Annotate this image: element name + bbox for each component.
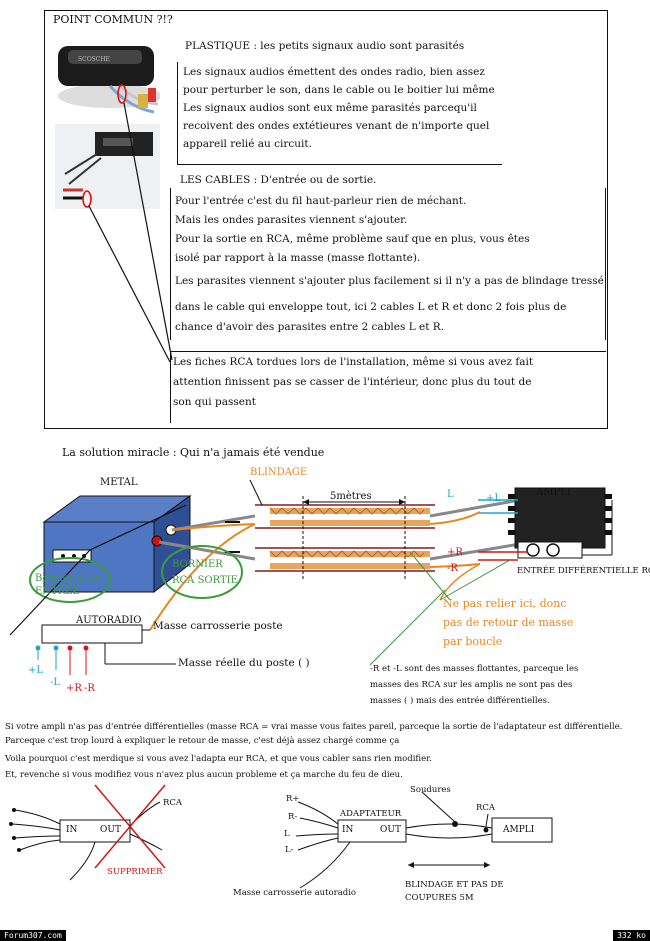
right-in-label: IN <box>342 825 354 835</box>
cables-line: Pour la sortie en RCA, même problème sau… <box>175 233 530 245</box>
cables-line: Pour l'entrée c'est du fil haut-parleur … <box>175 195 467 207</box>
red-circle-marker <box>117 84 127 104</box>
bornier-entree-line: ENTRÉE <box>35 586 80 597</box>
pointer-line <box>88 205 171 363</box>
radio-pin-label: +L <box>28 665 44 676</box>
plastique-line: appareil relié au circuit. <box>183 138 312 150</box>
radio-pin-label: -L <box>50 677 61 688</box>
cables-line: dans le cable qui enveloppe tout, ici 2 … <box>175 301 567 313</box>
adaptateur-label: ADAPTATEUR <box>340 809 402 819</box>
left-in-label: IN <box>66 825 78 835</box>
autoradio-label: AUTORADIO <box>76 615 142 626</box>
pin-label: L <box>284 829 290 839</box>
rca-box <box>170 351 171 423</box>
plastique-title: PLASTIQUE : les petits signaux audio son… <box>185 40 465 52</box>
cables-box <box>170 188 606 340</box>
plastique-line: pour perturber le son, dans le cable ou … <box>183 84 495 96</box>
bornier-sortie-line: RCA SORTIE <box>172 575 238 586</box>
masses-flottantes-line: -R et -L sont des masses flottantes, par… <box>370 664 579 674</box>
blindage-coupures-line: BLINDAGE ET PAS DE <box>405 880 504 890</box>
device-photo-2 <box>55 124 160 209</box>
pin-label: R- <box>288 812 298 822</box>
bornier-entree-circle <box>29 557 111 603</box>
svg-text:SCOSCHE: SCOSCHE <box>78 56 110 63</box>
bornier-sortie-line: BORNIER <box>172 559 223 570</box>
wiring-diagram <box>9 479 613 675</box>
entree-diff-label: ENTRÉE DIFFÉRENTIELLE RCA <box>517 566 650 576</box>
plastique-line: Les signaux audios émettent des ondes ra… <box>183 66 485 78</box>
blindage-label: BLINDAGE <box>250 467 308 478</box>
masse-reelle-label: Masse réelle du poste ( ) <box>178 657 310 669</box>
ampli-label: AMPLI <box>536 487 571 498</box>
rca-line: attention finissent pas se casser de l'i… <box>173 376 532 388</box>
red-circle-marker <box>82 190 92 208</box>
pointer-line <box>123 102 173 361</box>
bornier-sortie-circle <box>161 545 243 599</box>
radio-pin-label: -R <box>84 683 95 694</box>
cables-line: Mais les ondes parasites viennent s'ajou… <box>175 214 408 226</box>
blindage-coupures-line: COUPURES 5M <box>405 893 474 903</box>
top-frame <box>44 10 608 429</box>
plastique-line: Les signaux audios sont eux même parasit… <box>183 102 477 114</box>
bottom-line: Parceque c'est trop lourd à expliquer le… <box>5 736 400 746</box>
plastique-line: recoivent des ondes extétieures venant d… <box>183 120 490 132</box>
top-pointers <box>82 84 173 363</box>
device-photo-1: SCOSCHE <box>58 46 160 114</box>
ampli-box <box>514 487 606 549</box>
right-adapter-diagram <box>295 791 553 889</box>
metal-label: METAL <box>100 477 138 488</box>
bottom-line: Voila pourquoi c'est merdique si vous av… <box>5 754 432 764</box>
rca-divider <box>170 351 606 352</box>
green-pointer <box>369 589 446 666</box>
cables-line: Les parasites viennent s'ajouter plus fa… <box>175 275 604 287</box>
right-out-label: OUT <box>380 825 401 835</box>
right-ampli-label: AMPLI <box>503 825 535 835</box>
top-title: POINT COMMUN ?!? <box>53 13 173 26</box>
masse-orange-wire <box>149 523 256 631</box>
length-label: 5mètres <box>330 491 372 502</box>
right-rca-label: RCA <box>476 803 496 813</box>
amp-minus-r: -R <box>447 563 458 574</box>
left-adapter-diagram <box>9 784 166 881</box>
bottom-line: Et, revenche si vous modifiez vous n'ave… <box>5 770 403 780</box>
masse-autoradio-label: Masse carrosserie autoradio <box>233 888 357 898</box>
pin-label: L- <box>285 845 294 855</box>
cables-title: LES CABLES : D'entrée ou de sortie. <box>180 174 377 186</box>
amp-plus-r: +R <box>447 547 463 558</box>
solution-title: La solution miracle : Qui n'a jamais été… <box>62 446 325 459</box>
ne-pas-relier-line: pas de retour de masse <box>443 616 574 629</box>
footer-site: Forum307.com <box>0 930 66 941</box>
ne-pas-relier-line: par boucle <box>443 635 503 648</box>
blindage-pointer <box>249 479 263 506</box>
masses-flottantes-line: masses ( ) mais des entrée différentiell… <box>370 696 550 706</box>
plastique-box <box>177 62 502 165</box>
bottom-line: Si votre ampli n'as pas d'entrée différe… <box>5 722 623 732</box>
cables-line: isolé par rapport à la masse (masse flot… <box>175 252 421 264</box>
bottom-diagrams <box>9 784 553 889</box>
rca-line: son qui passent <box>173 396 256 408</box>
cables-line: chance d'avoir des parasites entre 2 cab… <box>175 321 445 333</box>
rca-line: Les fiches RCA tordues lors de l'install… <box>173 356 534 368</box>
left-out-label: OUT <box>100 825 121 835</box>
supprimer-label: SUPPRIMER <box>107 867 163 877</box>
radio-pin-label: +R <box>66 683 82 694</box>
pin-label: R+ <box>286 794 300 804</box>
amp-plus-l: +L <box>486 493 502 504</box>
masses-flottantes-line: masses des RCA sur les amplis ne sont pa… <box>370 680 573 690</box>
bornier-entree-line: Bornier à vis <box>35 573 100 584</box>
left-rca-label: RCA <box>163 798 183 808</box>
footer-size: 332 ko <box>613 930 650 941</box>
masse-carrosserie-label: Masse carrosserie poste <box>153 620 283 632</box>
amp-pin-l: L <box>447 489 454 500</box>
ne-pas-relier-line: Ne pas relier ici, donc <box>443 597 567 610</box>
soudures-label: Soudures <box>410 785 451 795</box>
autoradio-box <box>41 624 143 644</box>
